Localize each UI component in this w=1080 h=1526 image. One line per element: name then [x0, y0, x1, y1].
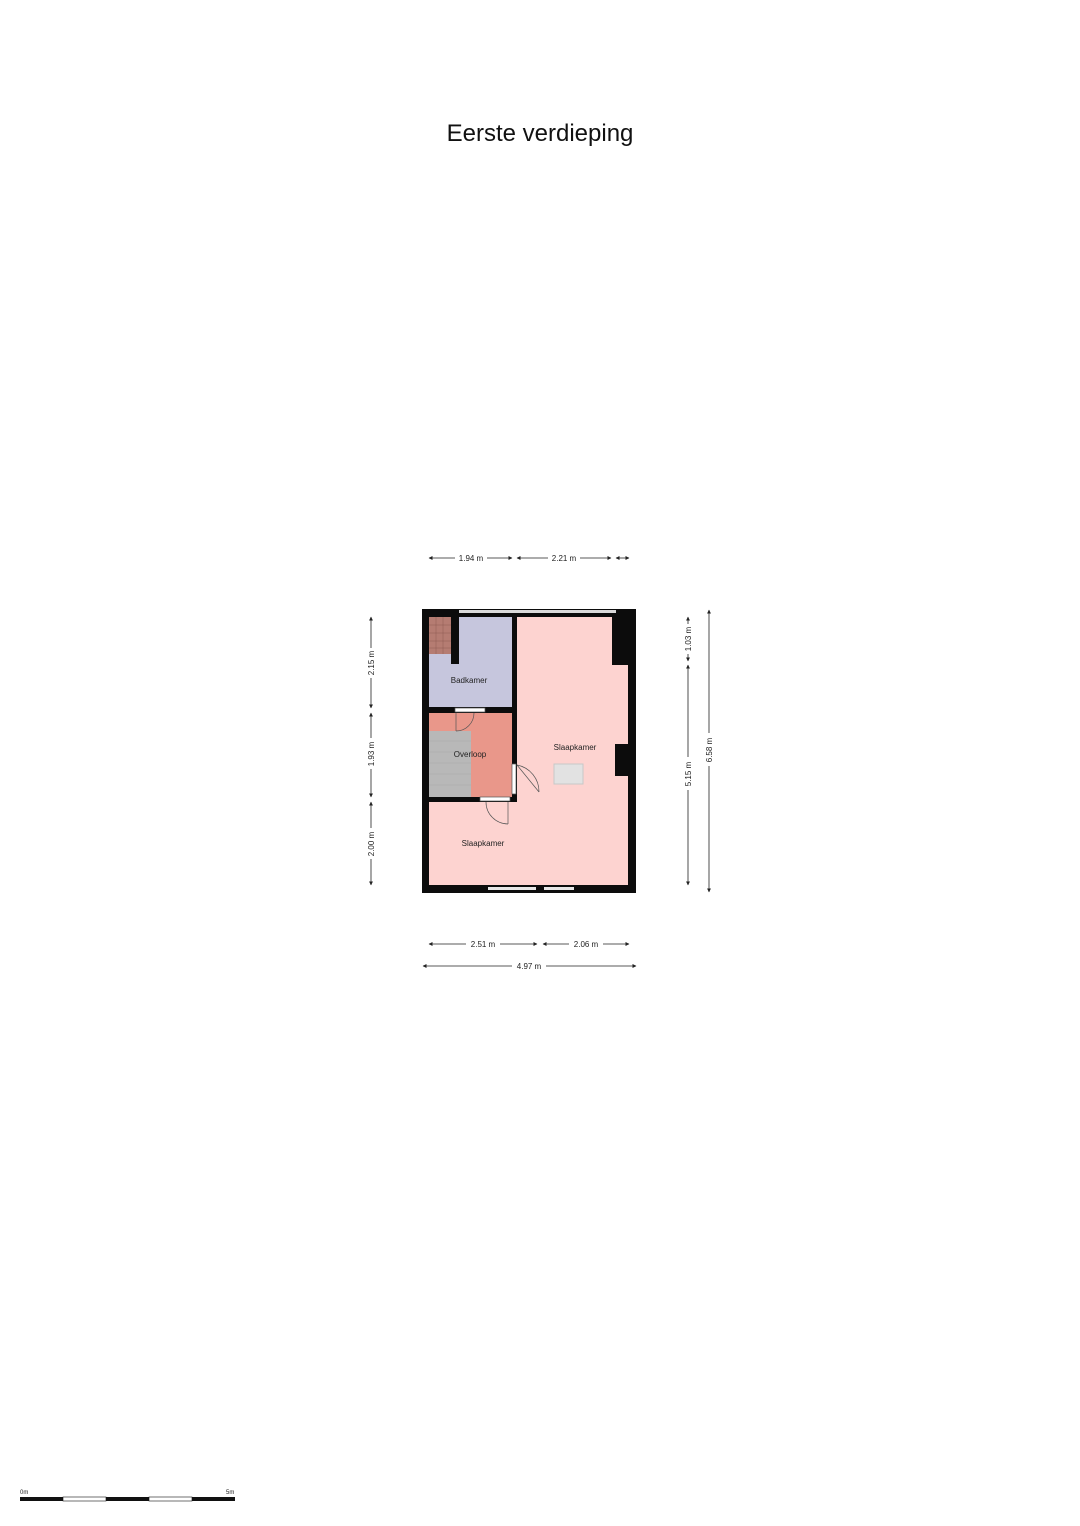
dimension-label-left-top: 2.15 m	[367, 650, 376, 675]
dimension-label-right-total: 6.58 m	[705, 737, 714, 762]
window-bottom-left	[488, 887, 536, 890]
scale-bar: 0m 5m	[20, 1490, 235, 1502]
small-bedroom	[429, 802, 537, 885]
window-top	[459, 610, 616, 613]
stairs	[429, 731, 471, 797]
tiled-shower	[429, 617, 451, 654]
dimension-right-lower: 5.15 m	[684, 664, 693, 886]
dimension-label-top-right: 2.21 m	[552, 554, 577, 563]
room-label-slaapkamer-large: Slaapkamer	[554, 743, 597, 752]
dimension-label-left-bottom: 2.00 m	[367, 831, 376, 856]
door-bathroom	[454, 707, 486, 732]
shower-grid	[429, 617, 451, 654]
dimension-top-right: 2.21 m	[516, 554, 630, 563]
dimension-left-top: 2.15 m	[367, 616, 376, 709]
dimension-label-bottom-right: 2.06 m	[574, 940, 599, 949]
window-bottom-right	[544, 887, 574, 890]
dimension-label-right-lower: 5.15 m	[684, 761, 693, 786]
large-bedroom-upper	[517, 617, 612, 665]
chimney	[615, 744, 628, 776]
dimension-top-left: 1.94 m	[428, 554, 513, 563]
door-large-bedroom	[511, 763, 540, 795]
dimension-left-middle: 1.93 m	[367, 712, 376, 798]
dimension-bottom-right: 2.06 m	[542, 940, 630, 949]
bathroom-wall-stub	[451, 609, 459, 664]
page-title: Eerste verdieping	[446, 120, 634, 147]
dimension-label-left-middle: 1.93 m	[367, 741, 376, 766]
room-label-overloop: Overloop	[454, 750, 487, 759]
scale-label-end: 5m	[226, 1490, 234, 1496]
skylight	[553, 763, 584, 785]
dimension-label-bottom-total: 4.97 m	[517, 962, 542, 971]
room-label-badkamer: Badkamer	[451, 676, 488, 685]
stair-treads	[429, 740, 471, 786]
dimension-left-bottom: 2.00 m	[367, 801, 376, 886]
scale-label-start: 0m	[20, 1490, 28, 1496]
dimension-right-total: 6.58 m	[705, 609, 714, 893]
room-label-slaapkamer-small: Slaapkamer	[462, 839, 505, 848]
dimension-label-top-left: 1.94 m	[459, 554, 484, 563]
dimension-label-bottom-left: 2.51 m	[471, 940, 496, 949]
dimension-label-right-upper: 1.03 m	[684, 626, 693, 651]
dimension-bottom-left: 2.51 m	[428, 940, 538, 949]
door-small-bedroom	[479, 796, 511, 825]
dimension-right-upper: 1.03 m	[684, 616, 693, 662]
dimension-bottom-total: 4.97 m	[422, 962, 637, 971]
